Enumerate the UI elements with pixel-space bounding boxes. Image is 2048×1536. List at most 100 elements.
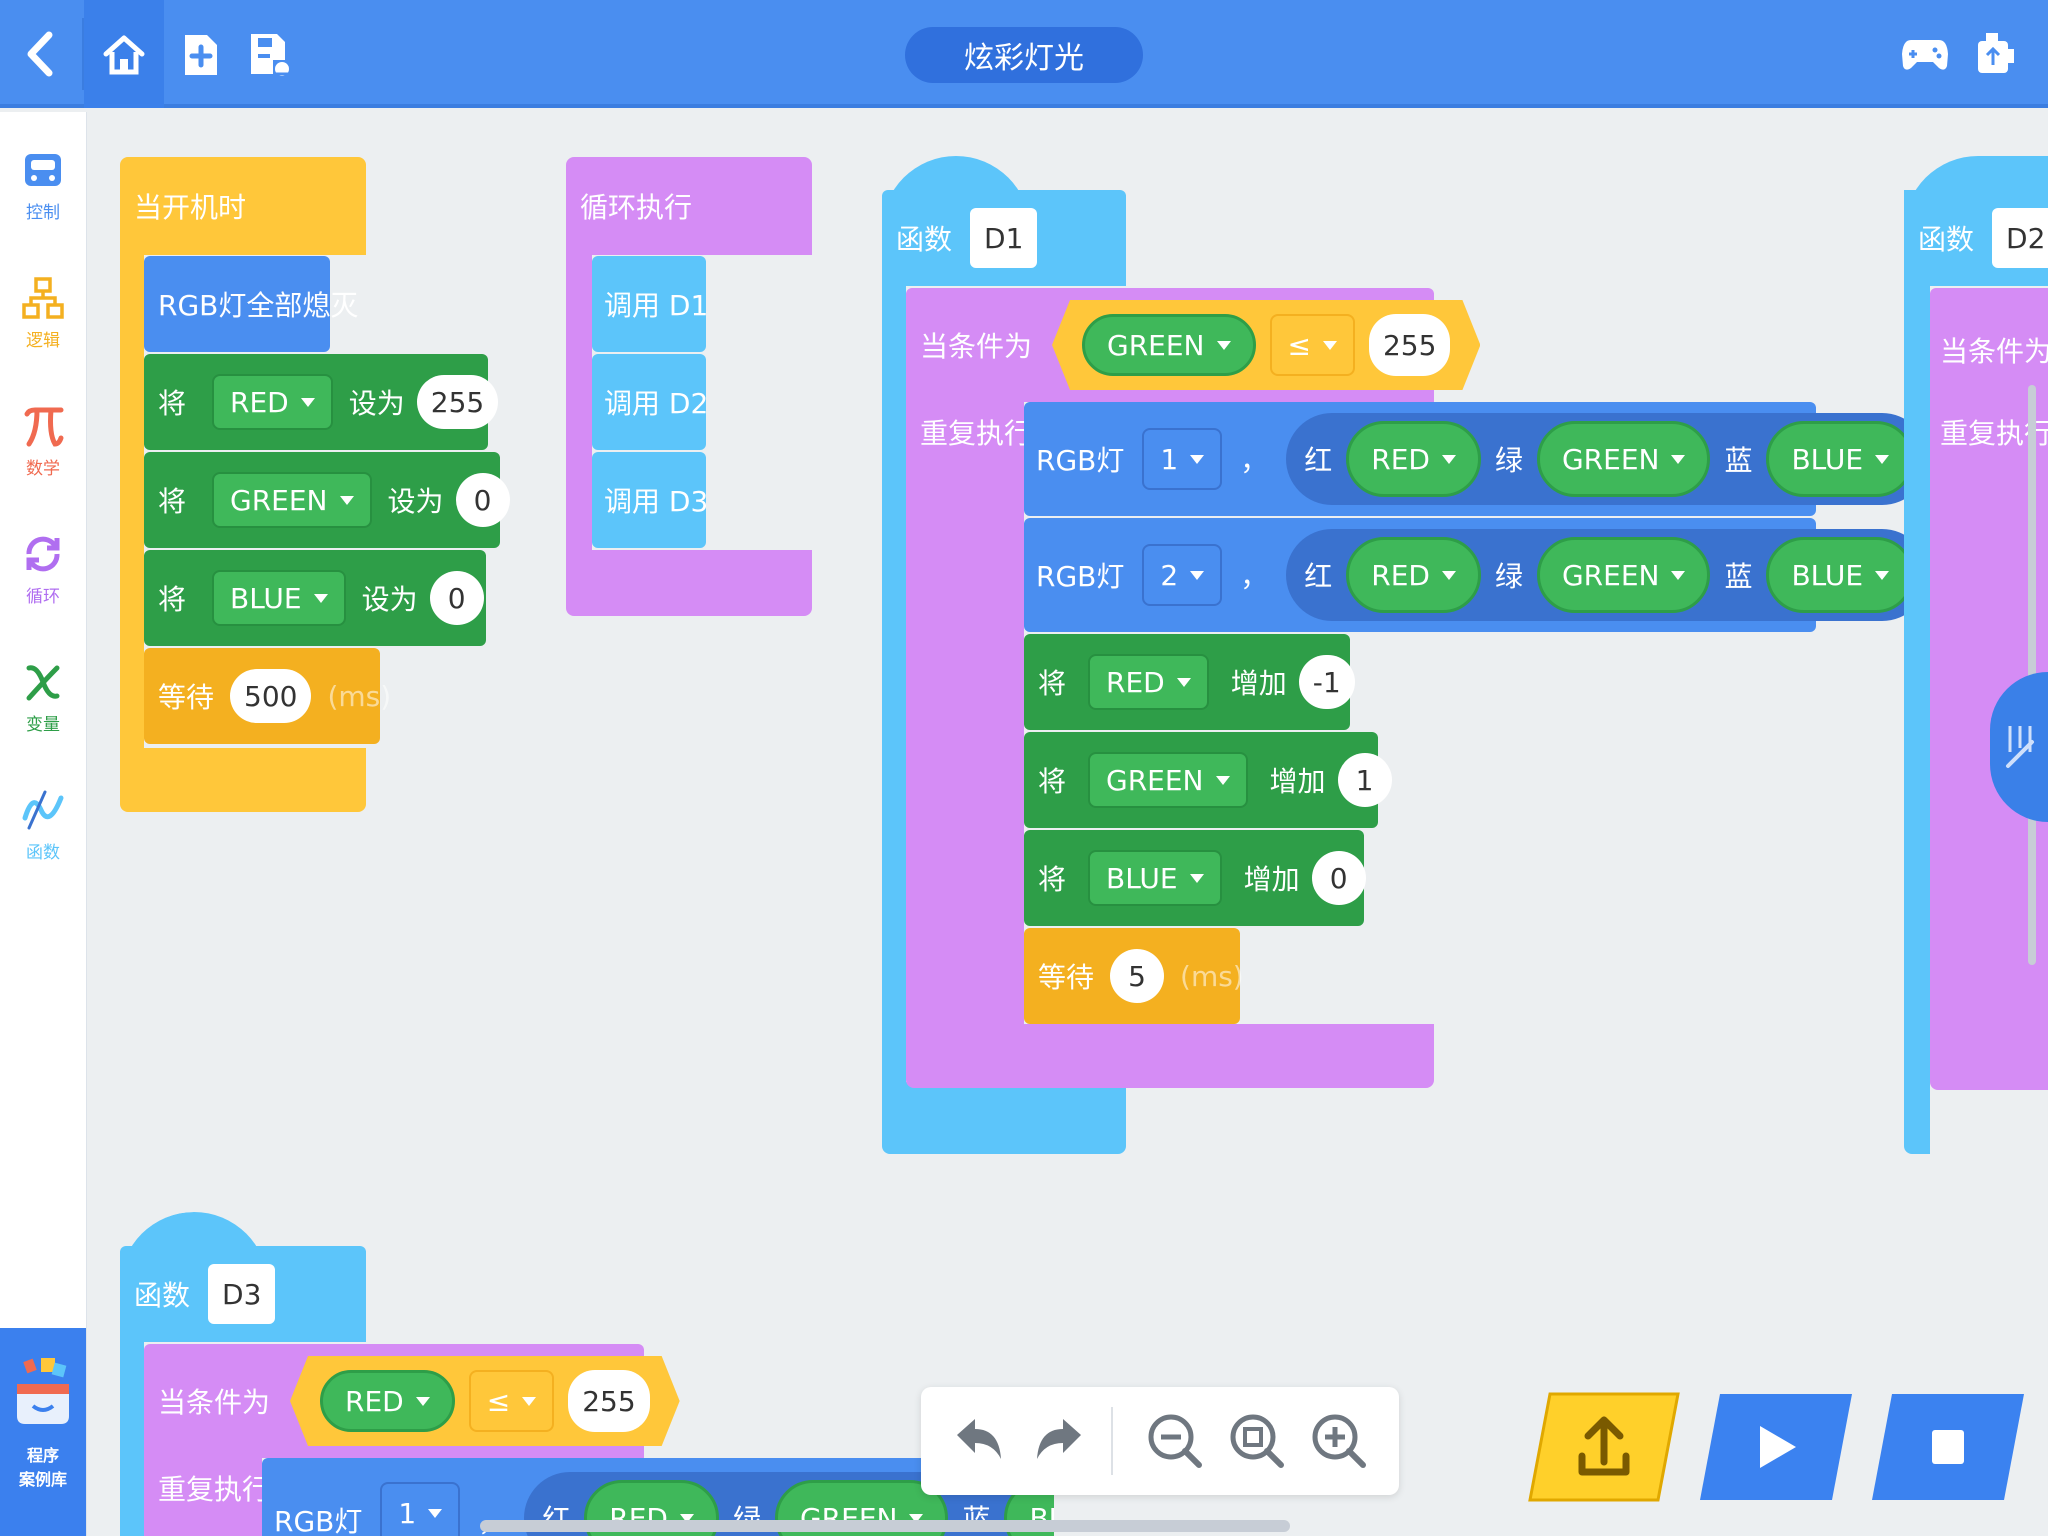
call-d3-block[interactable]: 调用 D3 [592, 452, 708, 548]
dropdown-arrow-icon [1671, 570, 1686, 580]
led-index-dropdown[interactable]: 1 [1142, 428, 1223, 490]
dropdown-arrow-icon [339, 495, 354, 505]
inc-green-block[interactable]: 将 GREEN 增加 1 [1024, 732, 1392, 828]
var-dropdown-red[interactable]: RED [1088, 654, 1209, 710]
play-icon [1700, 1394, 1852, 1500]
cond-value-input[interactable]: 255 [1369, 314, 1450, 376]
trash-icon [2006, 726, 2034, 768]
function-name-field[interactable]: D2 [1992, 208, 2048, 268]
while-d1-header[interactable]: 当条件为 GREEN ≤ 255 [906, 288, 1434, 402]
set-red-block[interactable]: 将 RED 设为 255 [144, 354, 499, 450]
green-var-pill[interactable]: GREEN [1536, 537, 1711, 613]
set-keyword: 将 [158, 583, 187, 616]
cond-var-pill[interactable]: GREEN [1082, 314, 1255, 376]
rgb-led-1-block[interactable]: RGB灯 1 ， 红 RED 绿 GREEN 蓝 BLUE [1024, 402, 1929, 516]
cond-op-dropdown[interactable]: ≤ [469, 1370, 554, 1432]
inc-blue-input[interactable]: 0 [1311, 851, 1366, 905]
loop-hat: 循环执行 [566, 157, 812, 255]
category-logic[interactable]: 逻辑 [0, 276, 86, 396]
loop-arrows-icon [26, 536, 60, 572]
wait-ms-input[interactable]: 500 [230, 669, 312, 723]
condition-hexagon[interactable]: GREEN ≤ 255 [1052, 300, 1480, 390]
function-name-field[interactable]: D3 [208, 1264, 276, 1324]
program-library-button[interactable]: 程序 案例库 [0, 1328, 86, 1536]
wait-block[interactable]: 等待 5 (ms) [1024, 928, 1244, 1024]
var-dropdown-blue[interactable]: BLUE [212, 570, 346, 626]
set-green-block[interactable]: 将 GREEN 设为 0 [144, 452, 510, 548]
rgb-led-2-block[interactable]: RGB灯 2 ， 红 RED 绿 GREEN 蓝 BLUE [1024, 518, 1929, 632]
category-control[interactable]: 控制 [0, 148, 86, 268]
green-var-pill[interactable]: GREEN [1536, 421, 1711, 497]
dropdown-arrow-icon [1217, 341, 1231, 350]
wait-label: 等待 [1038, 961, 1095, 994]
blue-var-text: BLUE [1791, 558, 1864, 592]
wait-unit-label: (ms) [1180, 959, 1244, 993]
dropdown-arrow-icon [416, 1397, 430, 1406]
gamepad-button[interactable] [1895, 0, 1955, 108]
rgb-all-off-label: RGB灯全部熄灭 [158, 289, 359, 322]
new-file-button[interactable] [174, 0, 228, 108]
stop-button[interactable] [1870, 1392, 2026, 1502]
category-variable[interactable]: 变量 [0, 660, 86, 780]
wait-block[interactable]: 等待 500 (ms) [144, 648, 391, 744]
project-title-text: 炫彩灯光 [964, 41, 1084, 76]
rgb-all-off-block[interactable]: RGB灯全部熄灭 [144, 256, 358, 352]
red-var-pill[interactable]: RED [1346, 537, 1481, 613]
set-blue-block[interactable]: 将 BLUE 设为 0 [144, 550, 486, 646]
zoom-in-button[interactable] [1309, 1411, 1369, 1471]
rgb-label: RGB灯 [1036, 444, 1125, 477]
run-button[interactable] [1698, 1392, 1854, 1502]
call-d1-block[interactable]: 调用 D1 [592, 256, 708, 352]
var-dropdown-blue[interactable]: BLUE [1088, 850, 1222, 906]
back-button[interactable] [0, 0, 82, 108]
project-title[interactable]: 炫彩灯光 [905, 27, 1143, 83]
device-upload-icon [1978, 33, 2014, 73]
var-dropdown-green[interactable]: GREEN [1088, 752, 1248, 808]
redo-button[interactable] [1029, 1411, 1089, 1471]
led-index-dropdown[interactable]: 2 [1142, 544, 1223, 606]
trash-drop-zone[interactable] [1990, 672, 2048, 822]
red-var-pill[interactable]: RED [1346, 421, 1481, 497]
while-d3-header[interactable]: 当条件为 RED ≤ 255 [144, 1344, 644, 1458]
blue-var-pill[interactable]: BLUE [1766, 537, 1915, 613]
dropdown-arrow-icon [1323, 341, 1337, 350]
device-connect-button[interactable] [1965, 0, 2025, 108]
condition-hexagon[interactable]: RED ≤ 255 [290, 1356, 680, 1446]
set-keyword: 将 [158, 485, 187, 518]
horizontal-scrollbar[interactable] [480, 1520, 1290, 1532]
set-to-label: 设为 [361, 583, 418, 616]
dropdown-arrow-icon [1215, 775, 1230, 785]
led-index-text: 1 [398, 1496, 417, 1530]
blue-value-input[interactable]: 0 [429, 571, 484, 625]
zoom-out-button[interactable] [1145, 1411, 1205, 1471]
redo-icon [1037, 1419, 1081, 1459]
red-value-input[interactable]: 255 [416, 375, 499, 429]
category-function[interactable]: 函数 [0, 788, 86, 908]
new-file-icon [185, 35, 217, 75]
call-d2-block[interactable]: 调用 D2 [592, 354, 708, 450]
cond-value-input[interactable]: 255 [568, 1370, 649, 1432]
cond-op-dropdown[interactable]: ≤ [1270, 314, 1355, 376]
wait-ms-input[interactable]: 5 [1110, 949, 1165, 1003]
category-loop[interactable]: 循环 [0, 532, 86, 652]
cond-var-pill[interactable]: RED [320, 1370, 455, 1432]
var-dropdown-red[interactable]: RED [212, 374, 333, 430]
dropdown-arrow-icon [1441, 454, 1456, 464]
led-index-dropdown[interactable]: 1 [380, 1482, 461, 1536]
inc-blue-block[interactable]: 将 BLUE 增加 0 [1024, 830, 1366, 926]
blue-var-pill[interactable]: BLUE [1766, 421, 1915, 497]
green-value-input[interactable]: 0 [455, 473, 510, 527]
var-dropdown-green[interactable]: GREEN [212, 472, 372, 528]
function-wave-icon [22, 790, 64, 830]
category-math[interactable]: 数学 [0, 404, 86, 524]
zoom-reset-button[interactable] [1227, 1411, 1287, 1471]
save-button[interactable] [242, 0, 298, 108]
inc-red-input[interactable]: -1 [1298, 655, 1355, 709]
blue-channel-label: 蓝 [1724, 560, 1753, 593]
home-button[interactable] [84, 0, 164, 108]
inc-green-input[interactable]: 1 [1337, 753, 1392, 807]
upload-button[interactable] [1528, 1392, 1680, 1502]
undo-button[interactable] [949, 1411, 1009, 1471]
function-name-field[interactable]: D1 [970, 208, 1038, 268]
inc-red-block[interactable]: 将 RED 增加 -1 [1024, 634, 1355, 730]
